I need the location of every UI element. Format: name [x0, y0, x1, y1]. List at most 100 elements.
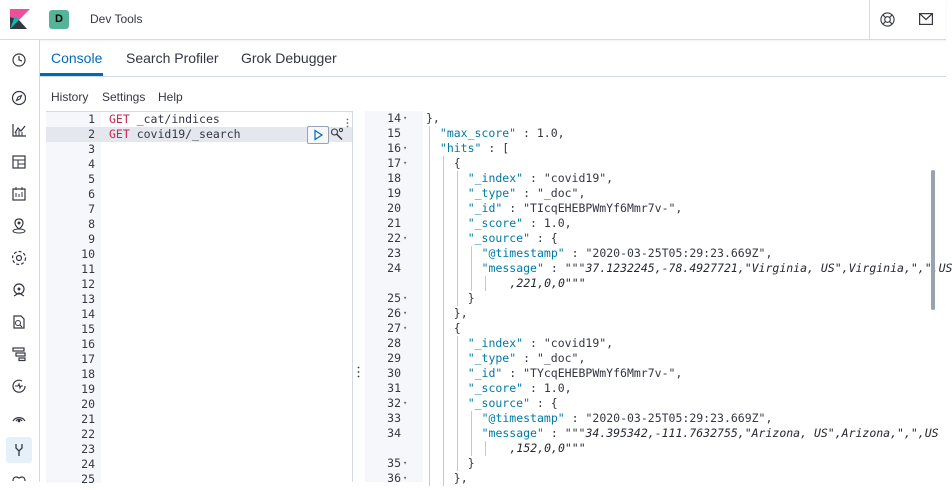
siem-icon[interactable]	[10, 409, 28, 427]
space-avatar[interactable]: D	[49, 10, 69, 29]
fold-chevron-icon[interactable]: ▾	[403, 309, 408, 317]
output-line: 15"max_score" : 1.0,	[365, 126, 946, 141]
fold-chevron-icon[interactable]: ▾	[403, 399, 408, 407]
send-request-button[interactable]	[307, 126, 329, 144]
fold-chevron-icon[interactable]: ▾	[403, 114, 408, 122]
logs-icon[interactable]	[10, 313, 28, 331]
tab-console[interactable]: Console	[51, 50, 103, 66]
history-link[interactable]: History	[51, 90, 89, 104]
line-number: 16	[387, 141, 401, 155]
monitoring-icon[interactable]	[10, 473, 28, 491]
output-line: 36▾},	[365, 471, 946, 486]
json-text: }	[467, 291, 475, 305]
tab-search-profiler[interactable]: Search Profiler	[126, 50, 219, 66]
output-line: ,221,0,0"""	[365, 276, 946, 291]
indent-guide	[429, 141, 430, 156]
response-output[interactable]: 14▾},15"max_score" : 1.0,16▾"hits" : [17…	[365, 111, 952, 486]
indent-guide	[429, 321, 430, 336]
editor-line: 24	[46, 457, 352, 472]
metrics-icon[interactable]	[10, 281, 28, 299]
editor-line: 20	[46, 397, 352, 412]
indent-guide	[456, 426, 458, 441]
line-number: 16	[81, 337, 95, 351]
indent-guide	[429, 276, 430, 291]
editor-line: 23	[46, 442, 352, 457]
fold-chevron-icon[interactable]: ▾	[403, 459, 408, 467]
side-nav	[0, 40, 40, 482]
fold-chevron-icon[interactable]: ▾	[403, 324, 408, 332]
drag-handle-icon	[357, 366, 360, 378]
kibana-logo-icon[interactable]	[10, 9, 30, 29]
active-tab-indicator	[40, 73, 103, 76]
json-text: "_id" : "TYcqEHEBPWmYf6Mmr7v-",	[467, 366, 683, 380]
indent-guide	[429, 411, 430, 426]
line-number: 26	[387, 306, 401, 320]
devtools-tabs: Console Search Profiler Grok Debugger	[40, 40, 946, 77]
editor-line: 3	[46, 142, 352, 157]
wrench-icon[interactable]	[330, 126, 344, 142]
indent-guide	[456, 261, 458, 276]
dashboard-icon[interactable]	[10, 153, 28, 171]
editor-line: 9	[46, 232, 352, 247]
line-number: 3	[88, 142, 95, 156]
line-number: 27	[387, 321, 401, 335]
indent-guide	[442, 261, 444, 276]
output-line: 28"_index" : "covid19",	[365, 336, 946, 351]
more-vertical-icon[interactable]	[346, 115, 349, 128]
help-icon[interactable]	[880, 12, 895, 27]
editor-line: 10	[46, 247, 352, 262]
uptime-icon[interactable]	[10, 377, 28, 395]
line-number: 18	[387, 171, 401, 185]
line-number: 20	[387, 201, 401, 215]
json-text: ,221,0,0"""	[509, 276, 586, 290]
indent-guide	[442, 306, 444, 321]
indent-guide	[442, 156, 444, 171]
json-text: "_source" : {	[467, 396, 558, 410]
output-line: 33"@timestamp" : "2020-03-25T05:29:23.66…	[365, 411, 946, 426]
indent-guide	[456, 171, 458, 186]
fold-chevron-icon[interactable]: ▾	[403, 474, 408, 482]
settings-link[interactable]: Settings	[102, 90, 146, 104]
output-scrollbar[interactable]	[931, 170, 935, 310]
indent-guide	[442, 186, 444, 201]
devtools-icon[interactable]	[10, 441, 28, 459]
json-text: {	[453, 156, 461, 170]
indent-guide	[429, 291, 430, 306]
editor-line: 15	[46, 322, 352, 337]
apm-icon[interactable]	[10, 345, 28, 363]
line-number: 24	[387, 261, 401, 275]
indent-guide	[442, 441, 444, 456]
line-number: 28	[387, 336, 401, 350]
maps-icon[interactable]	[10, 217, 28, 235]
pane-resizer[interactable]	[352, 111, 366, 482]
compass-icon[interactable]	[10, 89, 28, 107]
indent-guide	[456, 336, 458, 351]
line-number: 10	[81, 247, 95, 261]
json-text: "_index" : "covid19",	[467, 171, 614, 185]
editor-line: 5	[46, 172, 352, 187]
indent-guide	[442, 216, 444, 231]
fold-chevron-icon[interactable]: ▾	[403, 159, 408, 167]
clock-icon[interactable]	[10, 51, 28, 69]
indent-guide	[456, 201, 458, 216]
json-text: },	[426, 111, 440, 125]
json-text: "_type" : "_doc",	[467, 351, 586, 365]
visualize-icon[interactable]	[10, 121, 28, 139]
newsfeed-icon[interactable]	[919, 13, 934, 26]
fold-chevron-icon[interactable]: ▾	[403, 294, 408, 302]
editor-line: 17	[46, 352, 352, 367]
canvas-icon[interactable]	[10, 185, 28, 203]
fold-chevron-icon[interactable]: ▾	[403, 144, 408, 152]
request-path: _cat/indices	[129, 112, 220, 126]
help-link[interactable]: Help	[158, 90, 183, 104]
indent-guide	[442, 426, 444, 441]
editor-line: 25	[46, 472, 352, 487]
fold-chevron-icon[interactable]: ▾	[403, 234, 408, 242]
tab-grok-debugger[interactable]: Grok Debugger	[241, 50, 337, 66]
indent-guide	[484, 276, 486, 291]
indent-guide	[456, 381, 458, 396]
ml-icon[interactable]	[10, 249, 28, 267]
